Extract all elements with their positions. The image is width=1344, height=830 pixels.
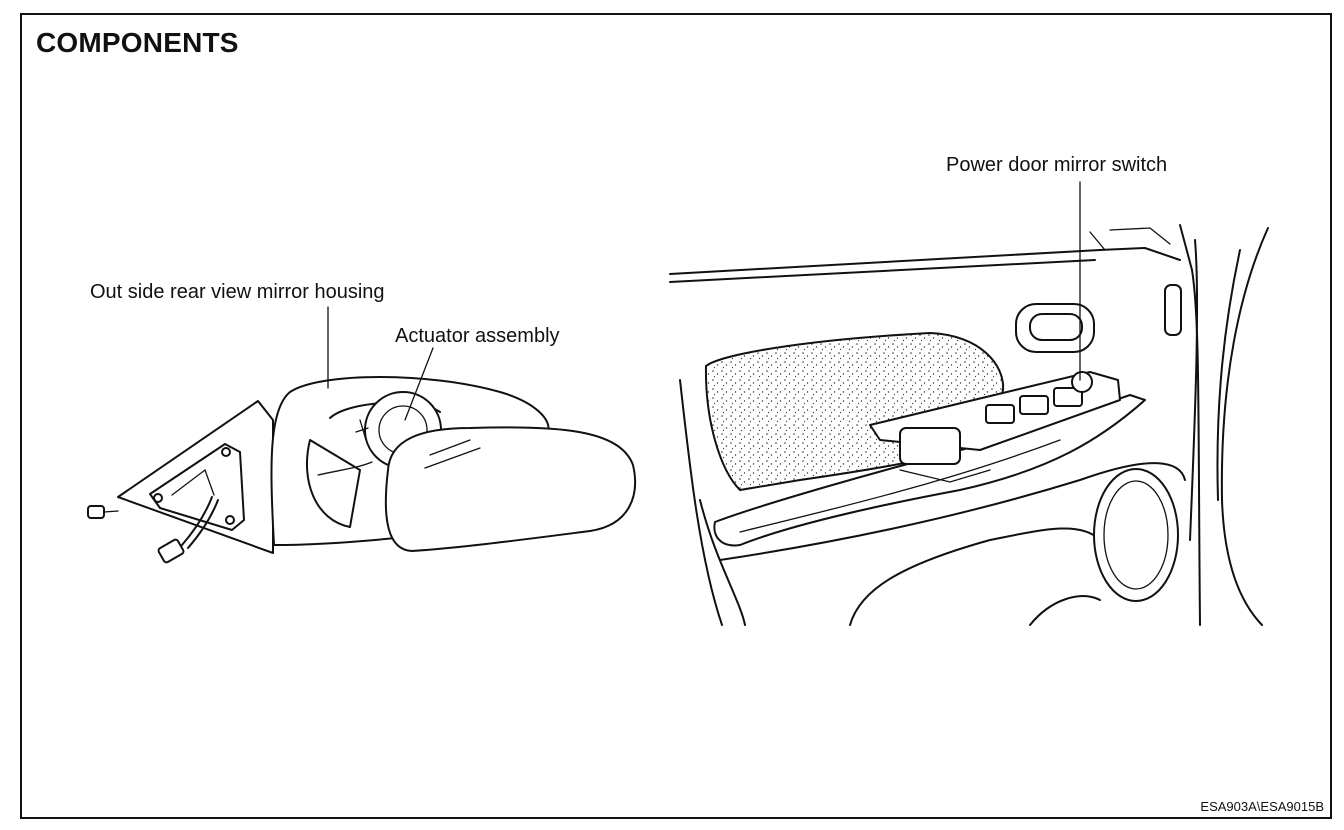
leader-actuator <box>404 347 434 421</box>
mirror-assembly-drawing <box>87 306 637 564</box>
page-title: COMPONENTS <box>36 27 239 58</box>
door-speaker <box>1093 468 1179 602</box>
figure-code: ESA903A\ESA9015B <box>1200 799 1324 814</box>
label-actuator-assembly: Actuator assembly <box>395 325 560 347</box>
inner-door-handle <box>1015 303 1095 353</box>
wiring-connector <box>157 496 219 564</box>
mirror-switch-knob <box>1071 371 1093 393</box>
mounting-bolt <box>87 505 119 519</box>
label-mirror-housing: Out side rear view mirror housing <box>90 281 385 303</box>
label-power-door-mirror-switch: Power door mirror switch <box>946 154 1168 176</box>
door-trim-drawing <box>669 181 1269 626</box>
door-armrest <box>713 394 1146 547</box>
mirror-glass <box>384 426 637 552</box>
mirror-base-plate <box>117 400 274 554</box>
power-mirror-switch-panel <box>869 371 1121 483</box>
diagram-frame <box>20 13 1332 819</box>
